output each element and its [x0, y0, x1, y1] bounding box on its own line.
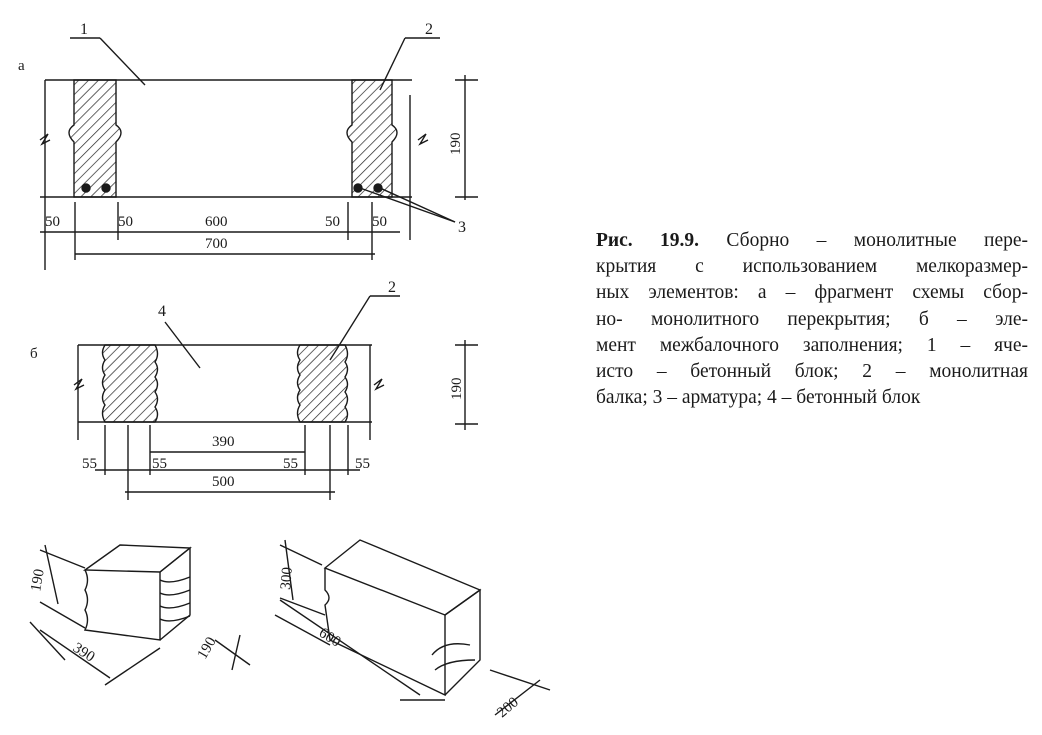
dim-large-block-200: 200 [494, 694, 522, 721]
dim-a-50-right-edge: 50 [372, 214, 387, 230]
dim-b-500: 500 [212, 474, 235, 490]
dim-a-50-left-inner: 50 [118, 214, 133, 230]
dim-b-55-r1: 55 [283, 456, 298, 472]
dim-b-55-l2: 55 [152, 456, 167, 472]
dim-large-block-190: 190 [195, 635, 220, 662]
rebar [101, 183, 111, 193]
drawing-b-letter: б [30, 346, 38, 362]
caption-line: балка; 3 – арматура; 4 – бетонный блок [596, 387, 921, 409]
dim-small-block-390: 390 [70, 640, 98, 666]
callout-2b: 2 [388, 279, 396, 296]
small-block-isometric: 190 390 [28, 544, 192, 686]
callout-1: 1 [80, 21, 88, 38]
dim-large-block-300: 300 [278, 567, 296, 591]
figure-drawing: а 1 2 3 50 50 600 50 50 700 190 б [18, 21, 551, 721]
dim-a-50-right-inner: 50 [325, 214, 340, 230]
drawing-a: а 1 2 3 50 50 600 50 50 700 190 [18, 21, 478, 270]
concrete-block-left-edge [101, 344, 159, 423]
caption-text: Сборно – монолитные пере- [726, 230, 1028, 251]
concrete-block-right-edge [296, 344, 349, 423]
caption-line: ных элементов: а – фрагмент схемы сбор- [596, 282, 1028, 304]
dim-b-55-r2: 55 [355, 456, 370, 472]
callout-2: 2 [425, 21, 433, 38]
dim-a-700: 700 [205, 236, 228, 252]
rebar [373, 183, 383, 193]
figure-label: Рис. 19.9. [596, 230, 700, 251]
callout-3: 3 [458, 219, 466, 236]
dim-a-50-left-edge: 50 [45, 214, 60, 230]
caption-line: но- монолитного перекрытия; б – эле- [596, 308, 1028, 330]
dim-b-190: 190 [449, 378, 465, 401]
rebar [81, 183, 91, 193]
caption-line: крытия с использованием мелкоразмер- [596, 256, 1028, 278]
callout-4: 4 [158, 303, 166, 320]
caption-line: Рис. 19.9. Сборно – монолитные пере- [596, 228, 1028, 254]
dim-a-600: 600 [205, 214, 228, 230]
large-block-isometric: 300 190 600 200 [195, 539, 551, 721]
monolithic-beam-left [68, 79, 122, 198]
caption-line: исто – бетонный блок; 2 – монолитная [596, 361, 1028, 383]
drawing-b: б 4 2 390 55 55 55 55 500 190 [30, 279, 478, 500]
drawing-a-letter: а [18, 58, 25, 74]
monolithic-beam-right [346, 79, 398, 198]
figure-caption: Рис. 19.9. Сборно – монолитные пере- кры… [596, 228, 1028, 411]
caption-line: мент межбалочного заполнения; 1 – яче- [596, 334, 1028, 356]
dim-b-390: 390 [212, 434, 235, 450]
dim-large-block-600: 600 [316, 625, 344, 651]
dim-a-190: 190 [448, 133, 464, 156]
dim-b-55-l1: 55 [82, 456, 97, 472]
dim-small-block-190: 190 [28, 568, 48, 593]
